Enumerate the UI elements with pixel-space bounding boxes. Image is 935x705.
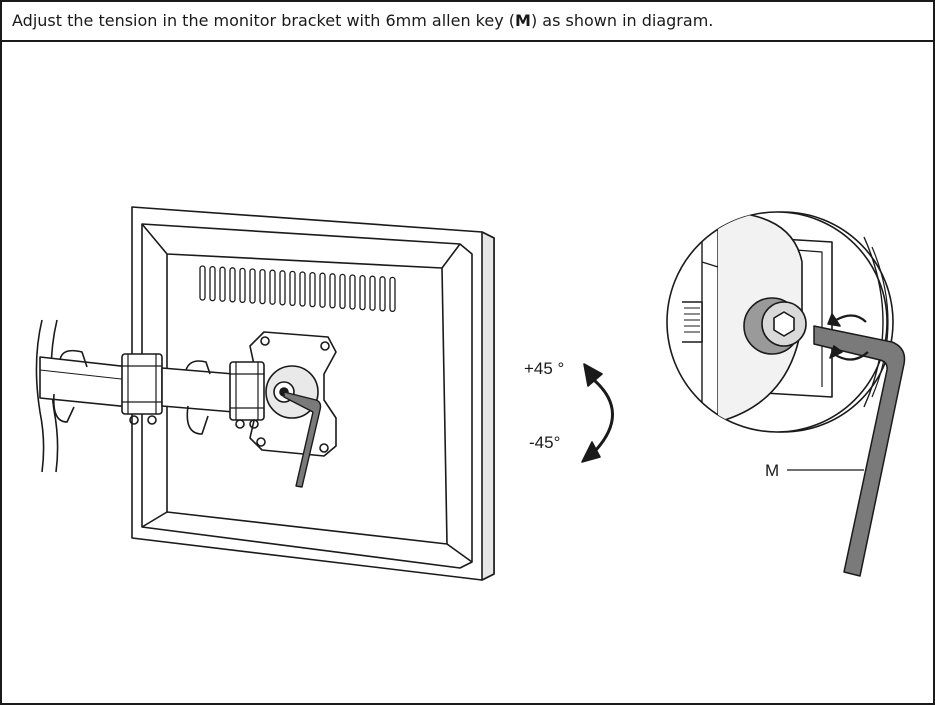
vesa-screw-tl — [260, 336, 270, 346]
vent-slot — [329, 273, 336, 309]
vent-slot — [359, 274, 366, 311]
rotation-plus-label: +45 ° — [524, 359, 564, 378]
monitor-vents — [199, 265, 396, 313]
arm-joint-2 — [229, 361, 265, 421]
vent-slot — [369, 275, 376, 311]
vent-slot — [289, 270, 296, 307]
detail-rim-ring — [863, 236, 884, 408]
monitor-side-edge — [481, 231, 495, 581]
callout-tool-label: M — [765, 461, 779, 480]
detail-zoom — [666, 211, 906, 577]
vent-slot — [349, 274, 356, 310]
arrow-head-up — [583, 363, 603, 387]
vent-slot — [209, 265, 216, 302]
vent-slot — [269, 269, 276, 305]
vent-slot — [379, 276, 386, 312]
vesa-screw-bl — [256, 437, 266, 447]
vent-slot — [309, 271, 316, 308]
vent-slot — [249, 268, 256, 304]
rotation-arrow — [581, 363, 614, 463]
vent-slot — [219, 266, 226, 302]
arm-segment-2 — [161, 367, 235, 413]
vent-slot — [299, 271, 306, 307]
instruction-after: ) as shown in diagram. — [530, 11, 714, 30]
arm-clamp-right — [185, 360, 211, 435]
vent-slot — [319, 272, 326, 308]
vent-slot — [259, 268, 266, 305]
allen-key-large — [813, 325, 906, 577]
turn-arrow-top — [835, 314, 867, 323]
mounting-arm — [35, 319, 265, 473]
allen-key-small — [283, 391, 322, 488]
vent-slot — [229, 267, 236, 303]
vent-slot — [239, 267, 246, 304]
instruction-key-letter: M — [515, 11, 531, 30]
monitor-illustration — [131, 206, 495, 581]
vent-slot — [389, 276, 396, 313]
vesa-screw-br — [319, 443, 329, 453]
assembly-diagram: +45 ° -45° M — [35, 206, 906, 581]
vent-slot — [279, 270, 286, 306]
vent-slot — [339, 273, 346, 310]
rotation-minus-label: -45° — [529, 433, 560, 452]
monitor-bevel-top — [141, 223, 461, 269]
vent-slot — [199, 265, 206, 301]
instruction-before: Adjust the tension in the monitor bracke… — [12, 11, 516, 30]
arrow-head-down — [581, 441, 601, 463]
turn-arrow-bottom — [833, 351, 869, 361]
arm-clamp-left — [52, 349, 88, 423]
detail-hex-socket — [773, 311, 795, 337]
vesa-screw-tr — [320, 341, 330, 351]
instruction-text: Adjust the tension in the monitor bracke… — [2, 2, 933, 42]
